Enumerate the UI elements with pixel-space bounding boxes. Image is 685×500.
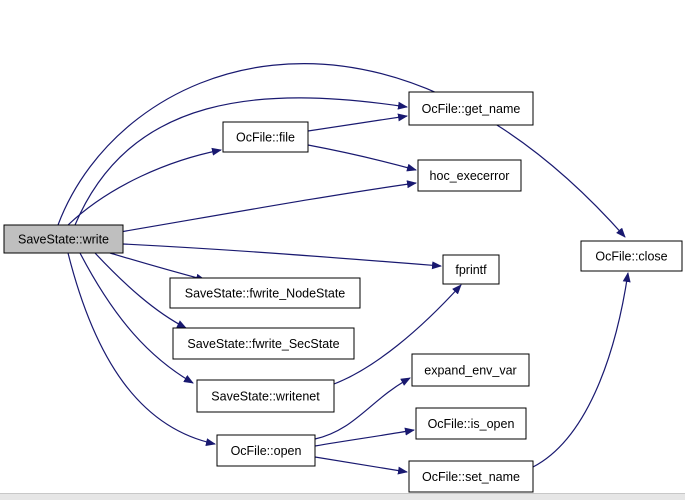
node-file[interactable]: OcFile::file xyxy=(222,121,309,153)
node-box[interactable] xyxy=(222,121,309,153)
node-box[interactable] xyxy=(408,91,534,126)
edge-root-fwsec xyxy=(94,252,187,329)
node-label: OcFile::file xyxy=(236,131,295,145)
node-label: hoc_execerror xyxy=(430,169,510,183)
edges-layer xyxy=(57,63,631,475)
edge-file-hocerr xyxy=(307,144,417,172)
node-label: OcFile::get_name xyxy=(422,102,521,116)
edge-root-close xyxy=(57,63,626,238)
edge-root-wnet xyxy=(79,252,194,384)
edge-root-fwnode xyxy=(109,252,206,282)
edge-root-fprintf xyxy=(122,243,442,270)
node-open[interactable]: OcFile::open xyxy=(216,434,316,467)
window-bottom-border xyxy=(0,493,685,500)
edge-root-file xyxy=(67,147,222,226)
edge-root-open xyxy=(67,252,216,447)
node-label: OcFile::is_open xyxy=(428,417,515,431)
node-box[interactable] xyxy=(408,460,534,493)
edge-wnet-fprintf xyxy=(333,284,462,385)
node-label: OcFile::set_name xyxy=(422,470,520,484)
edge-open-expand xyxy=(314,377,411,440)
node-box[interactable] xyxy=(580,240,683,272)
edge-root-getname xyxy=(74,97,408,226)
edge-open-setname xyxy=(314,456,408,475)
node-label: expand_env_var xyxy=(424,364,516,378)
node-label: OcFile::close xyxy=(595,250,667,264)
node-box[interactable] xyxy=(196,379,335,413)
node-fprintf[interactable]: fprintf xyxy=(442,254,500,285)
node-isopen[interactable]: OcFile::is_open xyxy=(415,407,527,440)
node-expand[interactable]: expand_env_var xyxy=(411,353,530,387)
node-box[interactable] xyxy=(415,407,527,440)
node-box[interactable] xyxy=(3,224,124,254)
node-box[interactable] xyxy=(442,254,500,285)
node-label: SaveState::write xyxy=(18,233,109,247)
node-box[interactable] xyxy=(172,327,355,360)
node-wnet[interactable]: SaveState::writenet xyxy=(196,379,335,413)
edge-file-getname xyxy=(307,113,408,132)
node-label: SaveState::fwrite_SecState xyxy=(187,337,339,351)
node-label: OcFile::open xyxy=(231,444,302,458)
node-close[interactable]: OcFile::close xyxy=(580,240,683,272)
node-label: SaveState::writenet xyxy=(211,390,320,404)
node-hocerr[interactable]: hoc_execerror xyxy=(417,159,522,192)
edge-open-isopen xyxy=(314,427,415,447)
edge-root-hocerr xyxy=(119,180,417,233)
nodes-layer: SaveState::write OcFile::file OcFile::get_… xyxy=(3,91,683,493)
node-root[interactable]: SaveState::write xyxy=(3,224,124,254)
edge-setname-close xyxy=(532,272,631,468)
node-getname[interactable]: OcFile::get_name xyxy=(408,91,534,126)
node-box[interactable] xyxy=(417,159,522,192)
node-box[interactable] xyxy=(169,277,361,309)
node-fwnode[interactable]: SaveState::fwrite_NodeState xyxy=(169,277,361,309)
node-box[interactable] xyxy=(216,434,316,467)
node-label: SaveState::fwrite_NodeState xyxy=(185,287,346,301)
node-fwsec[interactable]: SaveState::fwrite_SecState xyxy=(172,327,355,360)
node-label: fprintf xyxy=(455,263,487,277)
node-box[interactable] xyxy=(411,353,530,387)
node-setname[interactable]: OcFile::set_name xyxy=(408,460,534,493)
